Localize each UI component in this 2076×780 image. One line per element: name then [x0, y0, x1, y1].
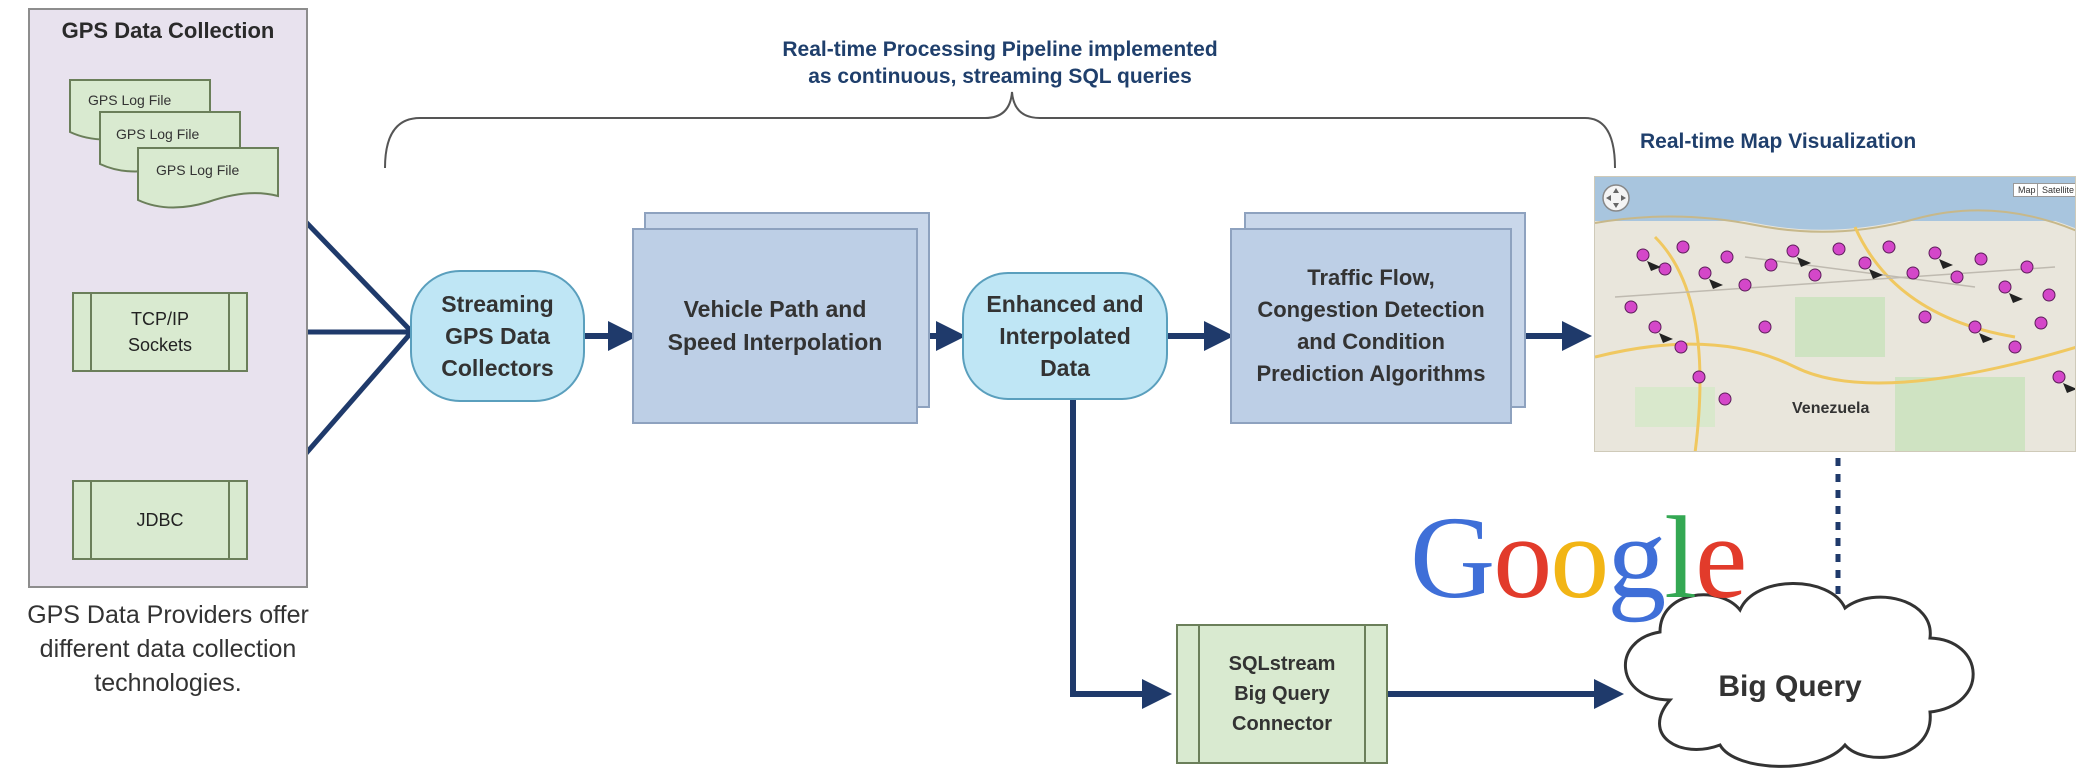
traffic-label-line: Traffic Flow, — [1307, 265, 1435, 290]
big-query-connector-box: SQLstream Big Query Connector — [1176, 624, 1388, 764]
map-terrain — [1595, 177, 2075, 451]
pipeline-title: Real-time Processing Pipeline implemente… — [700, 36, 1300, 90]
google-letter: l — [1664, 492, 1697, 623]
big-query-cloud — [1623, 582, 1975, 768]
pipeline-title-line: as continuous, streaming SQL queries — [808, 65, 1192, 88]
google-letter: e — [1695, 492, 1747, 623]
collectors-label-line: Streaming — [441, 291, 554, 317]
gps-log-file-label: GPS Log File — [116, 126, 200, 142]
connector-label-line: SQLstream — [1228, 653, 1336, 675]
map-pan-control[interactable] — [1601, 183, 1631, 213]
document-icon — [69, 79, 279, 209]
google-logo: Google — [1410, 498, 1747, 618]
google-letter: o — [1493, 492, 1552, 623]
google-letter: G — [1410, 492, 1495, 623]
traffic-label-line: Prediction Algorithms — [1256, 361, 1486, 386]
satellite-type-button[interactable]: Satellite — [2037, 183, 2075, 197]
enhanced-label-line: Enhanced and — [986, 291, 1144, 317]
gps-log-file-stack — [69, 79, 279, 209]
enhanced-label-line: Interpolated — [999, 323, 1131, 349]
vehicle-label-line: Speed Interpolation — [667, 329, 883, 355]
collectors-label-line: Collectors — [441, 355, 554, 381]
vehicle-path-process: Vehicle Path and Speed Interpolation — [632, 228, 918, 424]
vehicle-label-line: Vehicle Path and — [683, 296, 867, 322]
traffic-label-line: and Condition — [1297, 329, 1445, 354]
enhanced-data-node: Enhanced and Interpolated Data — [962, 272, 1168, 400]
tcp-ip-sockets-box: TCP/IP Sockets — [72, 292, 248, 372]
streaming-collectors-node: Streaming GPS Data Collectors — [410, 270, 585, 402]
pipeline-brace — [384, 91, 1616, 169]
map-country-label: Venezuela — [1792, 400, 1870, 417]
jdbc-label: JDBC — [136, 509, 184, 530]
connector-label-line: Big Query — [1234, 683, 1330, 705]
jdbc-box: JDBC — [72, 480, 248, 560]
google-letter: g — [1607, 492, 1666, 623]
traffic-flow-process: Traffic Flow, Congestion Detection and C… — [1230, 228, 1512, 424]
gps-log-file-label: GPS Log File — [88, 92, 172, 108]
big-query-label: Big Query — [1718, 670, 1862, 703]
map-title: Real-time Map Visualization — [1640, 130, 1917, 153]
gps-log-file-label: GPS Log File — [156, 162, 240, 178]
connector-label-line: Connector — [1232, 713, 1332, 735]
tcp-ip-sockets-label: TCP/IP Sockets — [127, 309, 193, 355]
providers-caption: GPS Data Providers offer different data … — [27, 601, 309, 697]
google-letter: o — [1550, 492, 1609, 623]
panel-title: GPS Data Collection — [61, 18, 275, 43]
collectors-label-line: GPS Data — [445, 323, 550, 349]
traffic-label-line: Congestion Detection — [1257, 297, 1485, 322]
enhanced-label-line: Data — [1040, 355, 1090, 381]
pipeline-title-line: Real-time Processing Pipeline implemente… — [782, 38, 1218, 61]
